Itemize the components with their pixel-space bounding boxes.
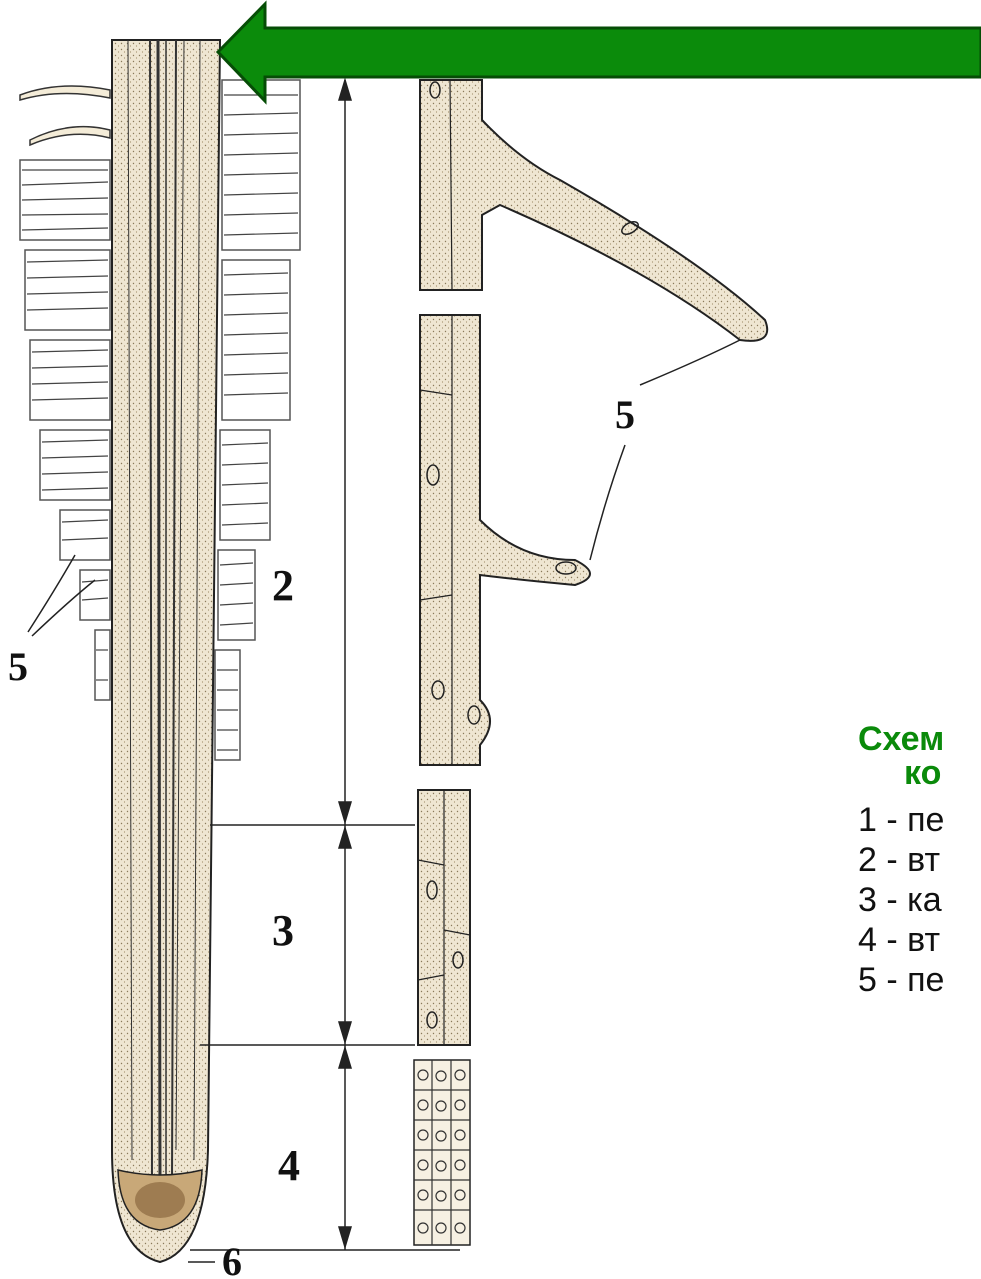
cell-detail-drawing <box>414 80 767 1245</box>
root-hair-strands-left <box>22 170 108 680</box>
root-hairs-left <box>20 86 110 700</box>
caption-panel: Схем ко 1 - пе 2 - вт 3 - ка 4 - вт 5 - … <box>858 722 981 998</box>
root-hair-strands-right <box>217 95 298 750</box>
legend-list: 1 - пе 2 - вт 3 - ка 4 - вт 5 - пе <box>858 802 981 998</box>
label-zone-4: 4 <box>278 1141 300 1190</box>
legend-item-2: 2 - вт <box>858 842 981 878</box>
label-5-left: 5 <box>8 644 28 689</box>
label-5-right: 5 <box>615 392 635 437</box>
root-drawing: 5 <box>8 40 300 1262</box>
legend-item-5: 5 - пе <box>858 962 981 998</box>
label-5-left-pointer <box>28 555 95 636</box>
legend-item-4: 4 - вт <box>858 922 981 958</box>
highlight-arrow <box>218 4 981 101</box>
label-zone-2: 2 <box>272 561 294 610</box>
caption-title-line2: ко <box>858 756 981 790</box>
label-5-right-pointer <box>590 340 740 560</box>
root-hairs-right <box>215 80 300 760</box>
legend-item-1: 1 - пе <box>858 802 981 838</box>
caption-title-line1: Схем <box>858 722 981 756</box>
legend-item-3: 3 - ка <box>858 882 981 918</box>
label-6: 6 <box>222 1239 242 1279</box>
label-zone-3: 3 <box>272 906 294 955</box>
